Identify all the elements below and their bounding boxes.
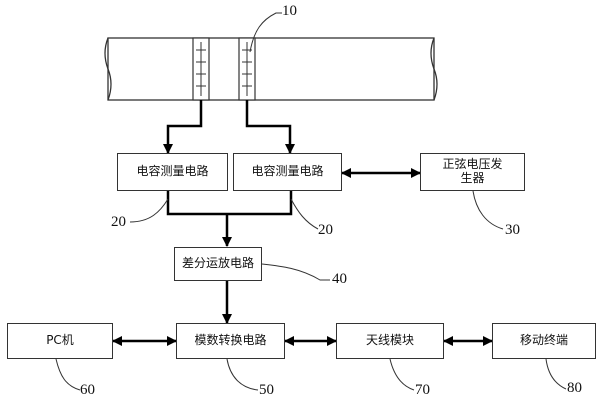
electrode-right: [238, 37, 256, 101]
ref-label-antenna: 70: [415, 382, 430, 398]
leader-40: [261, 263, 330, 281]
arrow-electrode-right: [245, 100, 295, 154]
ref-label-diff: 40: [332, 271, 347, 287]
merge-lines: [166, 191, 293, 216]
leader-50: [226, 358, 259, 391]
pipe: [104, 37, 438, 101]
mobile-terminal: 移动终端: [492, 323, 596, 359]
capacitance-circuit-1: 电容测量电路: [117, 153, 228, 191]
electrode-left: [192, 37, 210, 101]
capacitance-circuit-2: 电容测量电路: [233, 153, 342, 191]
ref-label-adc: 50: [259, 382, 274, 398]
ref-label-sensor: 10: [282, 3, 297, 19]
ref-label-cap-right: 20: [318, 222, 333, 238]
antenna-module: 天线模块: [336, 323, 444, 359]
pc-box: PC机: [7, 323, 113, 359]
leader-70: [389, 358, 415, 391]
sine-voltage-generator: 正弦电压发生器: [420, 153, 525, 191]
differential-amp-circuit: 差分运放电路: [174, 247, 262, 281]
ref-label-mobile: 80: [567, 380, 582, 396]
leader-20-right: [290, 198, 319, 230]
leader-30: [472, 190, 504, 230]
leader-20-left: [129, 198, 169, 223]
arrow-electrode-left: [163, 100, 203, 154]
leader-80: [545, 358, 567, 390]
ref-label-sine: 30: [505, 222, 520, 238]
ref-label-cap-left: 20: [111, 214, 126, 230]
adc-circuit: 模数转换电路: [176, 323, 285, 359]
leader-60: [55, 358, 81, 391]
ref-label-pc: 60: [80, 382, 95, 398]
leader-10: [249, 12, 282, 53]
